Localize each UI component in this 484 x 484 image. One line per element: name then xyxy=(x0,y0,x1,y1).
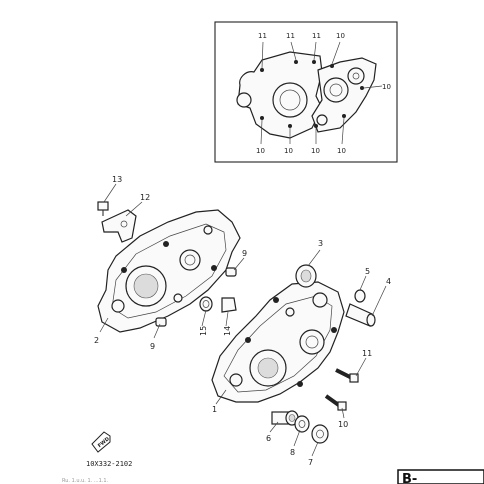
label-part-15: 15 xyxy=(199,326,208,336)
inset-label-11-a: 11 xyxy=(258,32,267,40)
label-part-1: 1 xyxy=(212,405,217,414)
inset-label-10-top: 10 xyxy=(336,32,345,40)
dowel-pin-9-lower xyxy=(155,317,167,327)
footer-text: Ru. 1.u.u. 1. ...1.1. xyxy=(62,478,109,484)
label-part-3: 3 xyxy=(318,239,323,248)
inset-label-11-b: 11 xyxy=(286,32,295,40)
bearing-part-3 xyxy=(295,264,317,288)
washer-part-8 xyxy=(294,415,310,433)
inset-boss-left xyxy=(236,92,252,108)
label-part-6: 6 xyxy=(266,434,271,443)
label-part-7: 7 xyxy=(308,458,313,467)
inset-bearing-bore-main xyxy=(272,82,308,118)
crankcase-right-body xyxy=(211,281,345,403)
crankcase-right-half xyxy=(211,281,345,403)
main-leader-lines xyxy=(99,183,387,457)
washer-part-7 xyxy=(311,424,329,444)
forward-arrow-icon: FWD xyxy=(91,431,111,453)
inset-boss-right xyxy=(347,67,365,85)
inset-label-10-bottom-2: 10 xyxy=(284,147,293,155)
label-part-4: 4 xyxy=(386,277,391,286)
inset-label-11-c: 11 xyxy=(312,32,321,40)
inset-label-10-bottom-1: 10 xyxy=(256,147,265,155)
inset-bolt-holes xyxy=(260,60,364,128)
page-tab: B- xyxy=(397,469,484,484)
label-part-2: 2 xyxy=(94,336,99,345)
nut-part-5 xyxy=(354,289,366,303)
oil-seal-part-15 xyxy=(199,296,213,312)
inset-bearing-bore-inner xyxy=(279,89,301,111)
inset-label-10-bottom-3: 10 xyxy=(311,147,320,155)
label-part-14: 14 xyxy=(223,326,232,336)
page-tab-label: B- xyxy=(402,472,417,484)
inset-leader-lines xyxy=(260,41,383,145)
label-part-11: 11 xyxy=(362,349,372,358)
label-part-13: 13 xyxy=(112,175,122,184)
label-part-8: 8 xyxy=(290,448,295,457)
label-part-12: 12 xyxy=(140,193,150,202)
label-part-9-lower: 9 xyxy=(150,342,155,351)
inset-label-10-bottom-4: 10 xyxy=(337,147,346,155)
bolt-part-13 xyxy=(97,201,109,211)
shaft-part-4 xyxy=(345,303,376,327)
bolt-part-11 xyxy=(335,368,359,383)
inset-label-10-right: 10 xyxy=(382,83,391,91)
label-part-10: 10 xyxy=(338,420,348,429)
dowel-pin-9-upper xyxy=(225,267,237,277)
inset-assembled-view: 11 11 11 10 10 10 10 10 10 xyxy=(214,21,398,163)
bolt-part-10 xyxy=(324,394,347,411)
plug-part-14 xyxy=(221,297,237,313)
crankcase-right-shaft-bore xyxy=(299,329,325,355)
label-part-9-upper: 9 xyxy=(242,249,247,258)
label-part-5: 5 xyxy=(365,267,370,276)
bracket-part-12 xyxy=(101,209,137,243)
figure-code: 10X332-2102 xyxy=(86,460,132,468)
bearing-part-6 xyxy=(271,410,299,426)
inset-bearing-bore-secondary xyxy=(323,77,349,103)
bracket-assembly xyxy=(97,201,137,243)
